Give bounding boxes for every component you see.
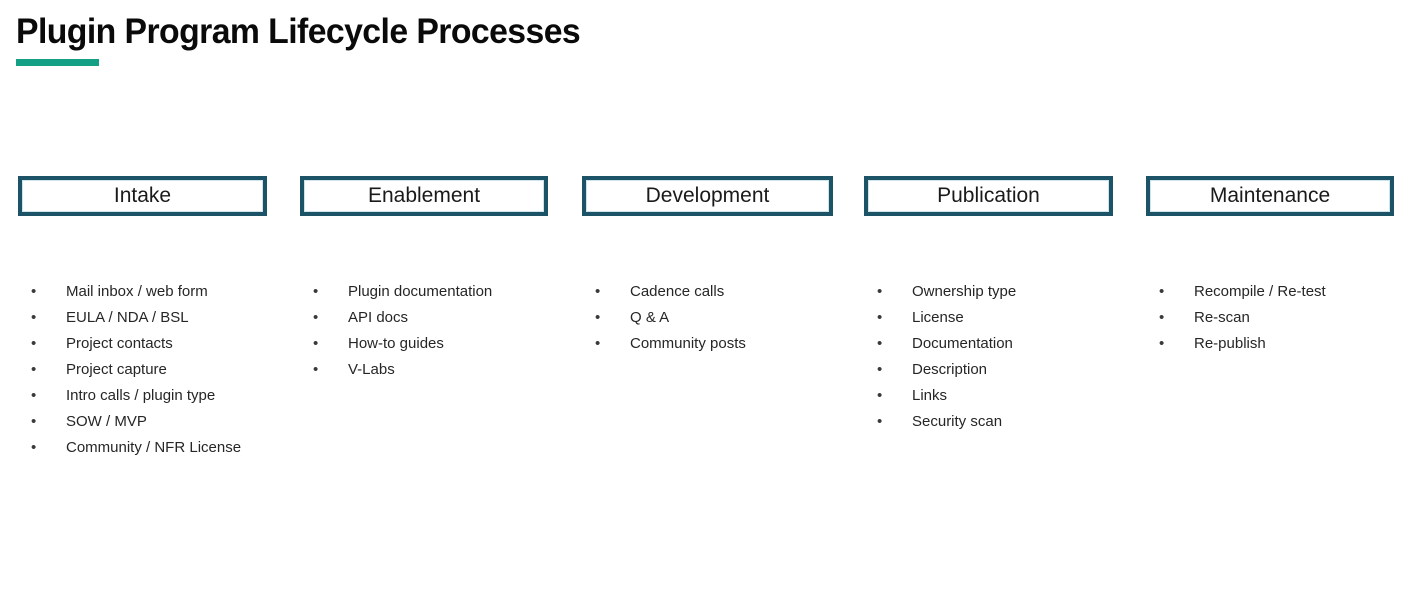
list-item-label: Recompile / Re-test [1194,283,1326,300]
list-item-label: API docs [348,309,409,326]
stage-header-label: Publication [937,184,1040,207]
bullet-dot-icon: • [595,309,601,326]
stage-item-list-publication: • Ownership type • License • Documentati… [864,279,1113,435]
bullet-dot-icon: • [877,309,883,326]
bullet-dot-icon: • [1159,283,1165,300]
stage-item-list-development: • Cadence calls • Q & A • Community post… [582,279,833,357]
list-item-label: Cadence calls [630,283,725,300]
list-item: • V-Labs [300,357,548,383]
bullet-dot-icon: • [31,361,37,378]
list-item: • Description [864,357,1113,383]
list-item: • Q & A [582,305,833,331]
bullet-dot-icon: • [1159,309,1165,326]
bullet-dot-icon: • [877,413,883,430]
bullet-dot-icon: • [1159,335,1165,352]
stage-header-box-development[interactable]: Development [582,176,833,216]
list-item-label: V-Labs [348,361,395,378]
bullet-dot-icon: • [313,283,319,300]
stage-item-list-intake: • Mail inbox / web form • EULA / NDA / B… [18,279,267,461]
title-accent-bar [16,59,99,66]
bullet-dot-icon: • [313,309,319,326]
list-item-label: Links [912,387,948,404]
list-item: • SOW / MVP [18,409,267,435]
bullet-dot-icon: • [31,335,37,352]
list-item: • Cadence calls [582,279,833,305]
list-item-label: Q & A [630,309,670,326]
list-item-label: Project contacts [66,335,173,352]
list-item-label: Re-publish [1194,335,1266,352]
list-item-label: Re-scan [1194,309,1250,326]
list-item: • Mail inbox / web form [18,279,267,305]
list-item: • Ownership type [864,279,1113,305]
list-item: • EULA / NDA / BSL [18,305,267,331]
list-item: • How-to guides [300,331,548,357]
list-item-label: Documentation [912,335,1013,352]
page-title: Plugin Program Lifecycle Processes [16,12,581,51]
list-item: • Community posts [582,331,833,357]
bullet-dot-icon: • [31,283,37,300]
bullet-dot-icon: • [31,439,37,456]
bullet-dot-icon: • [31,413,37,430]
list-item: • Intro calls / plugin type [18,383,267,409]
bullet-dot-icon: • [877,335,883,352]
bullet-dot-icon: • [877,283,883,300]
list-item: • License [864,305,1113,331]
list-item: • API docs [300,305,548,331]
list-item: • Project contacts [18,331,267,357]
list-item: • Security scan [864,409,1113,435]
list-item-label: Plugin documentation [348,283,493,300]
list-item-label: Description [912,361,988,378]
bullet-dot-icon: • [595,283,601,300]
stage-header-label: Enablement [367,184,481,207]
stage-header-label: Intake [113,184,172,207]
stage-header-label: Development [645,184,770,207]
stage-item-list-maintenance: • Recompile / Re-test • Re-scan • Re-pub… [1146,279,1394,357]
bullet-dot-icon: • [595,335,601,352]
list-item-label: SOW / MVP [66,413,147,430]
stage-header-box-maintenance[interactable]: Maintenance [1146,176,1394,216]
list-item: • Project capture [18,357,267,383]
list-item: • Re-publish [1146,331,1394,357]
list-item-label: Project capture [66,361,167,378]
list-item-label: Mail inbox / web form [66,283,208,300]
list-item: • Links [864,383,1113,409]
list-item-label: Community / NFR License [66,439,242,456]
list-item-label: Intro calls / plugin type [66,387,216,404]
bullet-dot-icon: • [877,361,883,378]
list-item: • Recompile / Re-test [1146,279,1394,305]
list-item-label: EULA / NDA / BSL [66,309,189,326]
list-item-label: Community posts [630,335,746,352]
list-item: • Plugin documentation [300,279,548,305]
stage-header-box-publication[interactable]: Publication [864,176,1113,216]
list-item-label: Security scan [912,413,1003,430]
stage-header-box-enablement[interactable]: Enablement [300,176,548,216]
stage-header-box-intake[interactable]: Intake [18,176,267,216]
bullet-dot-icon: • [877,387,883,404]
stage-header-label: Maintenance [1209,184,1331,207]
bullet-dot-icon: • [31,387,37,404]
bullet-dot-icon: • [313,361,319,378]
list-item: • Community / NFR License [18,435,267,461]
stage-item-list-enablement: • Plugin documentation • API docs • How-… [300,279,548,383]
list-item: • Re-scan [1146,305,1394,331]
list-item-label: How-to guides [348,335,444,352]
list-item: • Documentation [864,331,1113,357]
bullet-dot-icon: • [31,309,37,326]
bullet-dot-icon: • [313,335,319,352]
list-item-label: Ownership type [912,283,1017,300]
list-item-label: License [912,309,964,326]
